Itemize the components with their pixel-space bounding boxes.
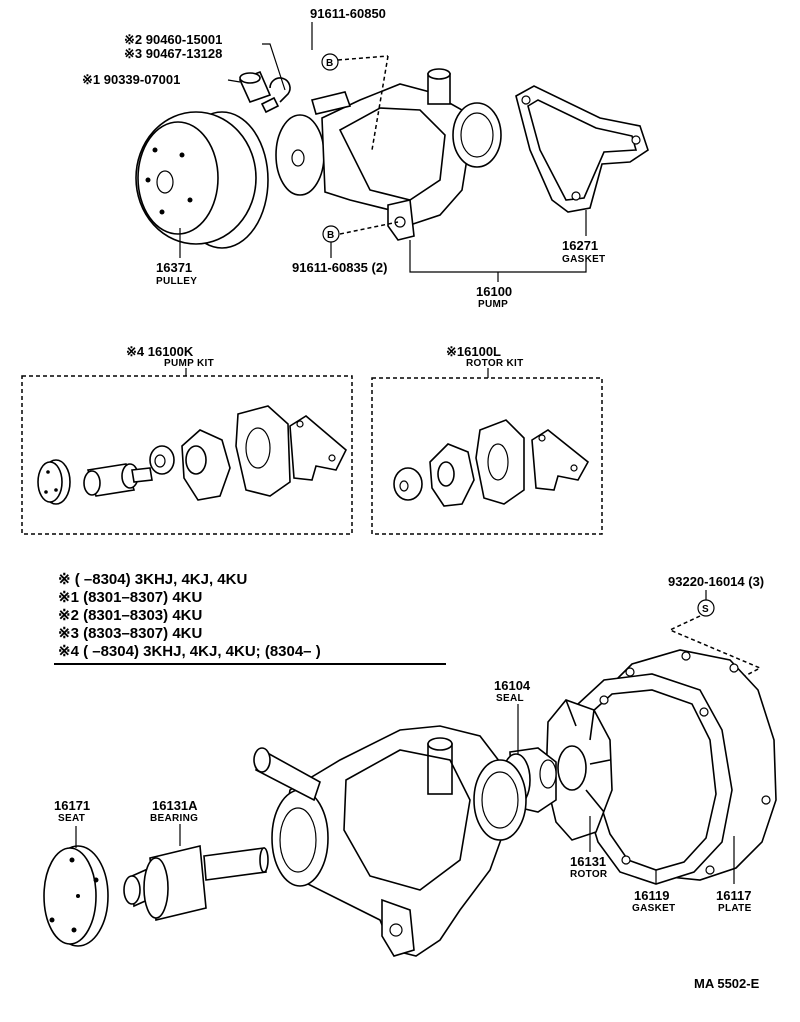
gasket-bottom-drawing bbox=[577, 673, 733, 885]
gasket-bottom-part-no: 16119 bbox=[634, 888, 669, 903]
dash-bolt-top-2 bbox=[371, 55, 389, 151]
rotor-label: ROTOR bbox=[570, 869, 608, 880]
leader-pump bbox=[409, 240, 587, 273]
b-mark-top-label: B bbox=[326, 58, 334, 69]
figure-code: MA 5502-E bbox=[694, 976, 760, 991]
leader-note1 bbox=[227, 79, 241, 83]
pump-kit-part-no: ※4 16100K bbox=[126, 344, 194, 359]
note-line-2: ※2 (8301–8303) 4KU bbox=[58, 607, 202, 624]
screw-part-no: 93220-16014 (3) bbox=[668, 574, 764, 589]
b-mark-top bbox=[321, 53, 339, 71]
rotor-kit-label: ROTOR KIT bbox=[466, 358, 524, 369]
note-line-1: ※1 (8301–8307) 4KU bbox=[58, 589, 202, 606]
note-line-3: ※3 (8303–8307) 4KU bbox=[58, 625, 202, 642]
note3-part-no: ※3 90467-13128 bbox=[124, 46, 222, 61]
note-line-0: ※ ( –8304) 3KHJ, 4KJ, 4KU bbox=[58, 571, 247, 588]
bearing-part-no: 16131A bbox=[152, 798, 198, 813]
b-mark-bottom-label: B bbox=[327, 230, 335, 241]
pump-label: PUMP bbox=[478, 299, 508, 310]
s-mark-label: S bbox=[702, 604, 709, 615]
pump-kit-label: PUMP KIT bbox=[164, 358, 214, 369]
bushing-drawing bbox=[238, 70, 291, 114]
pump-kit-box bbox=[21, 375, 353, 535]
seat-label: SEAT bbox=[58, 813, 85, 824]
rotor-kit-parts-drawing bbox=[393, 419, 590, 507]
seal-part-no: 16104 bbox=[494, 678, 531, 693]
bolt-bottom-part-no: 91611-60835 (2) bbox=[292, 260, 387, 275]
seal-label: SEAL bbox=[496, 693, 524, 704]
seat-part-no: 16171 bbox=[54, 798, 90, 813]
rotor-kit-box bbox=[371, 377, 603, 535]
rotor-kit-part-no: ※16100L bbox=[446, 344, 501, 359]
note2-part-no: ※2 90460-15001 bbox=[124, 32, 222, 47]
note-line-4: ※4 ( –8304) 3KHJ, 4KJ, 4KU; (8304– ) bbox=[58, 643, 321, 660]
gasket-bottom-label: GASKET bbox=[632, 903, 675, 914]
seat-drawing bbox=[43, 845, 109, 947]
pump-kit-parts-drawing bbox=[37, 405, 347, 505]
applicability-notes: ※ ( –8304) 3KHJ, 4KJ, 4KU ※1 (8301–8307)… bbox=[54, 571, 446, 665]
gasket-top-label: GASKET bbox=[562, 254, 605, 265]
plate-label: PLATE bbox=[718, 903, 752, 914]
s-mark bbox=[697, 599, 715, 617]
pulley-drawing bbox=[135, 111, 269, 249]
plate-part-no: 16117 bbox=[716, 888, 751, 903]
leader-note2 bbox=[262, 43, 286, 91]
rotor-part-no: 16131 bbox=[570, 854, 606, 869]
dash-bolt-bottom bbox=[339, 221, 399, 235]
bearing-drawing bbox=[123, 845, 269, 921]
bearing-label: BEARING bbox=[150, 813, 198, 824]
gasket-top-drawing bbox=[515, 85, 649, 213]
pulley-part-no: 16371 bbox=[156, 260, 192, 275]
pump-body-bottom-drawing bbox=[253, 725, 527, 957]
pump-part-no: 16100 bbox=[476, 284, 512, 299]
pulley-label: PULLEY bbox=[156, 276, 197, 287]
bolt-top-part-no: 91611-60850 bbox=[310, 6, 386, 21]
note1-part-no: ※1 90339-07001 bbox=[82, 72, 180, 87]
dash-bolt-top bbox=[337, 55, 389, 61]
pump-body-drawing bbox=[275, 68, 502, 241]
gasket-top-part-no: 16271 bbox=[562, 238, 598, 253]
